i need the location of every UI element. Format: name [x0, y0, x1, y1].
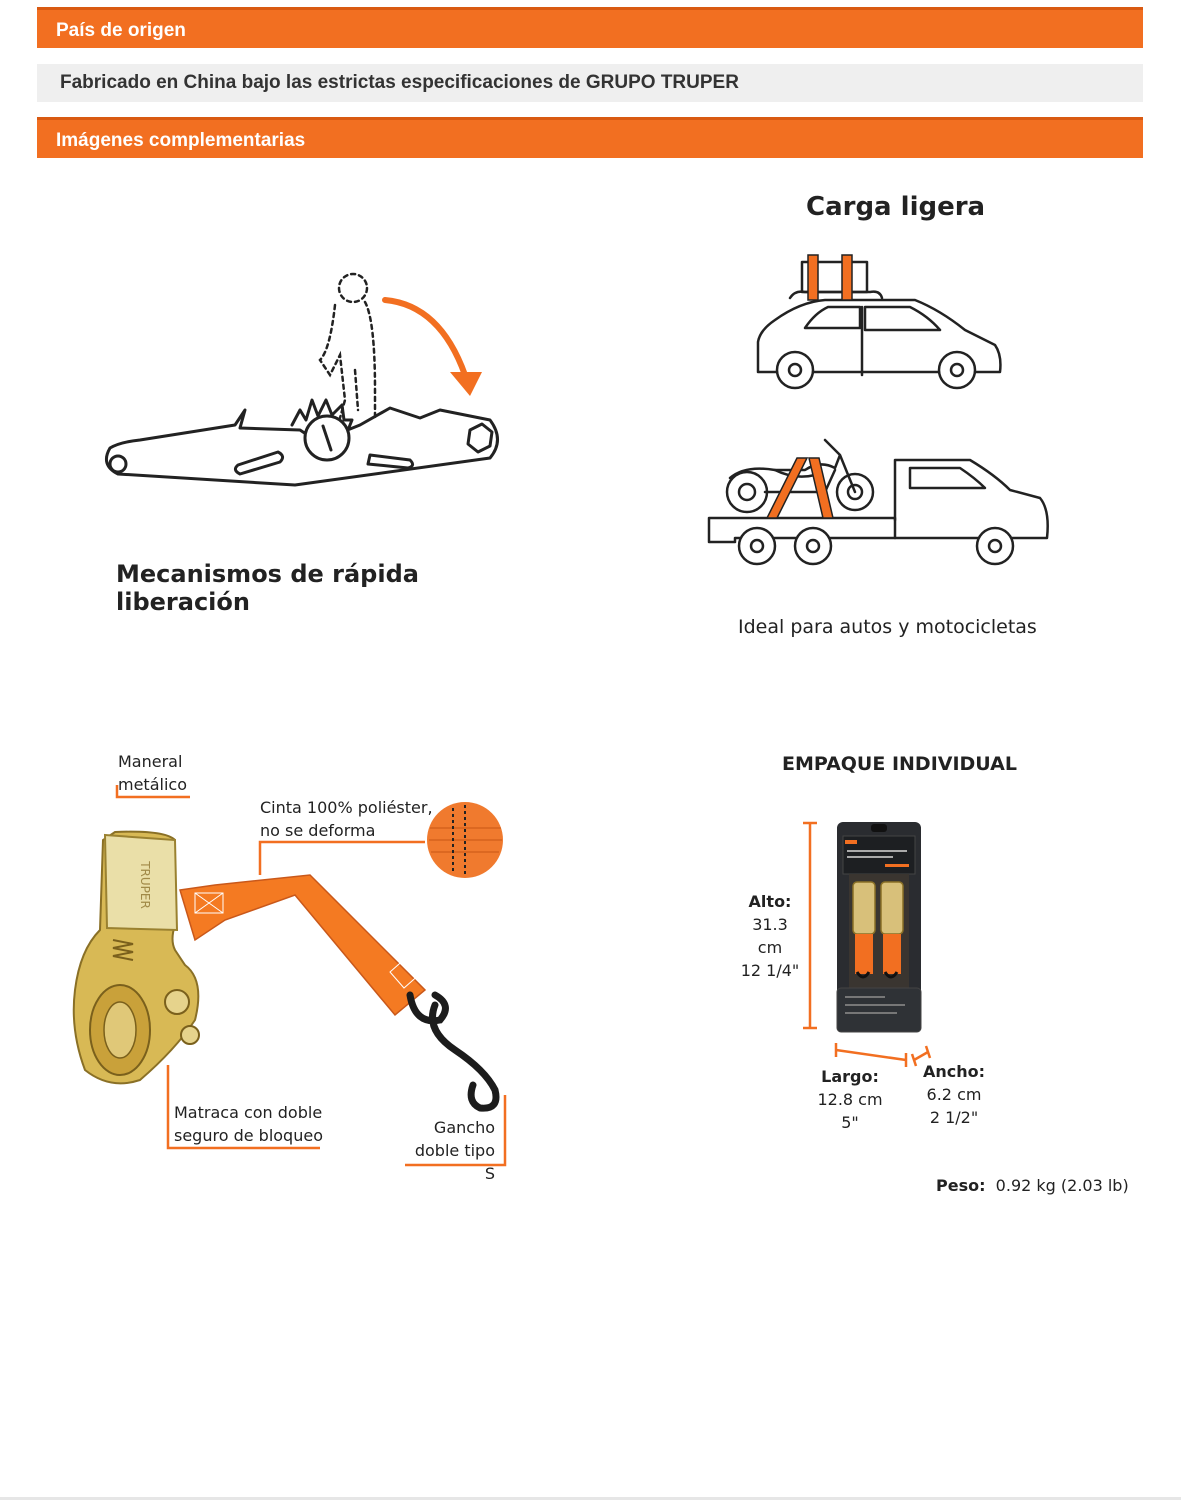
height-in: 12 1/4" [740, 961, 800, 980]
weight-label: Peso: [936, 1176, 986, 1195]
truck-with-motorcycle-icon [707, 438, 1049, 566]
length-label: Largo: [821, 1067, 879, 1086]
width-in: 2 1/2" [929, 1108, 979, 1127]
car-with-roof-load-icon [756, 254, 1002, 390]
vehicles-caption: Ideal para autos y motocicletas [738, 616, 1037, 638]
section-header-origin: País de origen [37, 7, 1143, 48]
weight-line: Peso: 0.92 kg (2.03 lb) [936, 1174, 1129, 1197]
package-dimension-lines [803, 821, 932, 1067]
strap-label-line-1: Cinta 100% poliéster, [260, 798, 433, 817]
length-dimension: Largo: 12.8 cm 5" [812, 1065, 888, 1134]
handle-label: Maneral metálico [118, 750, 187, 796]
length-in: 5" [841, 1113, 859, 1132]
hook-label: Gancho doble tipo S [411, 1116, 495, 1185]
length-cm: 12.8 cm [817, 1090, 883, 1109]
section-header-images: Imágenes complementarias [37, 117, 1143, 158]
height-label: Alto: [748, 892, 792, 911]
handle-label-line-1: Maneral [118, 752, 183, 771]
strap-label-line-2: no se deforma [260, 821, 376, 840]
height-dimension: Alto: 31.3 cm 12 1/4" [738, 890, 802, 982]
width-label: Ancho: [922, 1062, 986, 1081]
width-dimension: Ancho: 6.2 cm 2 1/2" [918, 1060, 990, 1129]
light-load-title: Carga ligera [806, 192, 986, 222]
handle-brand-text: TRUPER [138, 860, 152, 909]
width-cm: 6.2 cm [926, 1085, 982, 1104]
mechanism-caption: Mecanismos de rápida liberación [116, 560, 419, 616]
ratchet-mechanism-illustration [104, 272, 499, 487]
hook-label-line-1: Gancho [433, 1118, 495, 1137]
height-cm: 31.3 cm [752, 915, 788, 957]
origin-text: Fabricado en China bajo las estrictas es… [37, 64, 1143, 102]
ratchet-label-line-2: seguro de bloqueo [174, 1126, 323, 1145]
ratchet-label-line-1: Matraca con doble [174, 1103, 323, 1122]
strap-label: Cinta 100% poliéster, no se deforma [260, 796, 433, 842]
hook-label-line-2: doble tipo S [414, 1141, 495, 1183]
ratchet-strap-product-image: TRUPER [72, 785, 507, 1167]
handle-label-line-2: metálico [118, 775, 187, 794]
weight-value: 0.92 kg (2.03 lb) [995, 1176, 1129, 1195]
ratchet-label: Matraca con doble seguro de bloqueo [174, 1101, 323, 1147]
package-title: EMPAQUE INDIVIDUAL [782, 753, 1017, 775]
package-image [836, 822, 922, 1033]
footer-divider [0, 1497, 1181, 1500]
